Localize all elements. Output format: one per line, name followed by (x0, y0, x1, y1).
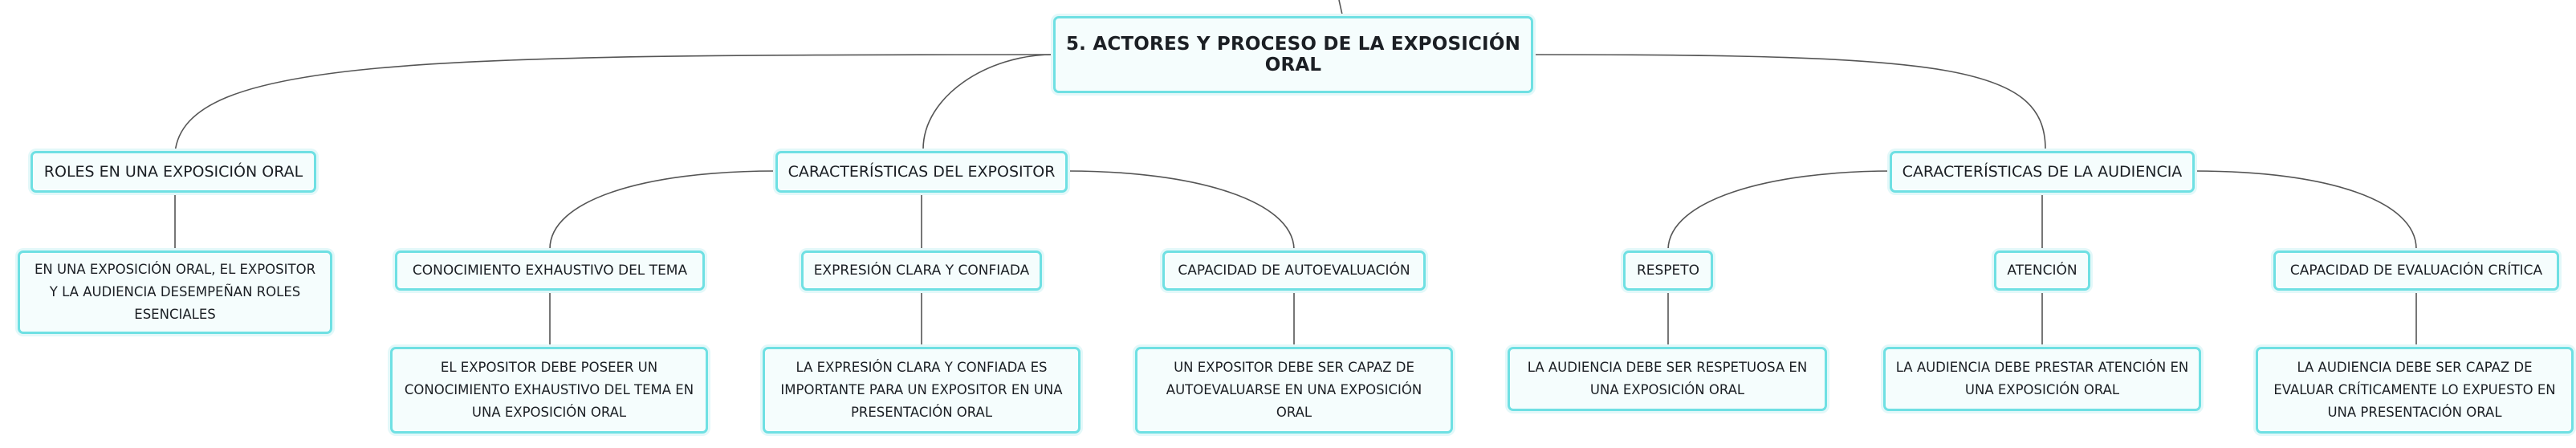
connector-aud-respeto (1667, 170, 1894, 250)
node-conocimiento-label: CONOCIMIENTO EXHAUSTIVO DEL TEMA (412, 263, 688, 279)
conocimiento-description-text: EL EXPOSITOR DEBE POSEER UN CONOCIMIENTO… (404, 360, 694, 420)
roles-description-text: EN UNA EXPOSICIÓN ORAL, EL EXPOSITOR Y L… (34, 262, 316, 322)
connector-root-audiencia (1532, 54, 2046, 150)
root-node[interactable]: 5. ACTORES Y PROCESO DE LA EXPOSICIÓN OR… (1053, 16, 1533, 93)
connector-root-expositor (922, 54, 1054, 150)
evaluacion-critica-description-text: LA AUDIENCIA DEBE SER CAPAZ DE EVALUAR C… (2273, 360, 2556, 420)
node-autoevaluacion[interactable]: CAPACIDAD DE AUTOEVALUACIÓN (1162, 250, 1426, 291)
root-title: 5. ACTORES Y PROCESO DE LA EXPOSICIÓN OR… (1065, 34, 1521, 75)
connector-root-roles (174, 54, 1054, 153)
node-evaluacion-critica-label: CAPACIDAD DE EVALUACIÓN CRÍTICA (2289, 263, 2543, 279)
node-expresion-label: EXPRESIÓN CLARA Y CONFIADA (813, 263, 1030, 279)
connector-exp-conocimiento (549, 170, 776, 250)
connector-exp-capacidad (1067, 170, 1295, 250)
atencion-description-text: LA AUDIENCIA DEBE PRESTAR ATENCIÓN EN UN… (1895, 360, 2189, 397)
autoevaluacion-description-text: UN EXPOSITOR DEBE SER CAPAZ DE AUTOEVALU… (1166, 360, 1422, 420)
autoevaluacion-description[interactable]: UN EXPOSITOR DEBE SER CAPAZ DE AUTOEVALU… (1135, 347, 1453, 434)
connector-aud-critica (2194, 170, 2417, 250)
node-atencion-label: ATENCIÓN (2007, 263, 2077, 279)
branch-audiencia[interactable]: CARACTERÍSTICAS DE LA AUDIENCIA (1890, 151, 2195, 193)
conocimiento-description[interactable]: EL EXPOSITOR DEBE POSEER UN CONOCIMIENTO… (390, 347, 708, 434)
branch-expositor-label: CARACTERÍSTICAS DEL EXPOSITOR (787, 163, 1056, 181)
node-conocimiento[interactable]: CONOCIMIENTO EXHAUSTIVO DEL TEMA (395, 250, 705, 291)
node-atencion[interactable]: ATENCIÓN (1994, 250, 2090, 291)
node-evaluacion-critica[interactable]: CAPACIDAD DE EVALUACIÓN CRÍTICA (2273, 250, 2559, 291)
respeto-description[interactable]: LA AUDIENCIA DEBE SER RESPETUOSA EN UNA … (1508, 347, 1827, 411)
node-respeto[interactable]: RESPETO (1623, 250, 1713, 291)
branch-roles-label: ROLES EN UNA EXPOSICIÓN ORAL (43, 163, 303, 181)
node-respeto-label: RESPETO (1636, 263, 1700, 279)
branch-expositor[interactable]: CARACTERÍSTICAS DEL EXPOSITOR (775, 151, 1068, 193)
expresion-description[interactable]: LA EXPRESIÓN CLARA Y CONFIADA ES IMPORTA… (763, 347, 1080, 434)
connector-root-parent (1338, 0, 1343, 15)
roles-description[interactable]: EN UNA EXPOSICIÓN ORAL, EL EXPOSITOR Y L… (18, 250, 332, 334)
expresion-description-text: LA EXPRESIÓN CLARA Y CONFIADA ES IMPORTA… (780, 360, 1063, 420)
node-autoevaluacion-label: CAPACIDAD DE AUTOEVALUACIÓN (1178, 263, 1410, 279)
node-expresion[interactable]: EXPRESIÓN CLARA Y CONFIADA (801, 250, 1042, 291)
respeto-description-text: LA AUDIENCIA DEBE SER RESPETUOSA EN UNA … (1527, 360, 1808, 397)
branch-roles[interactable]: ROLES EN UNA EXPOSICIÓN ORAL (31, 151, 316, 193)
branch-audiencia-label: CARACTERÍSTICAS DE LA AUDIENCIA (1902, 163, 2183, 181)
evaluacion-critica-description[interactable]: LA AUDIENCIA DEBE SER CAPAZ DE EVALUAR C… (2256, 347, 2574, 434)
atencion-description[interactable]: LA AUDIENCIA DEBE PRESTAR ATENCIÓN EN UN… (1883, 347, 2201, 411)
